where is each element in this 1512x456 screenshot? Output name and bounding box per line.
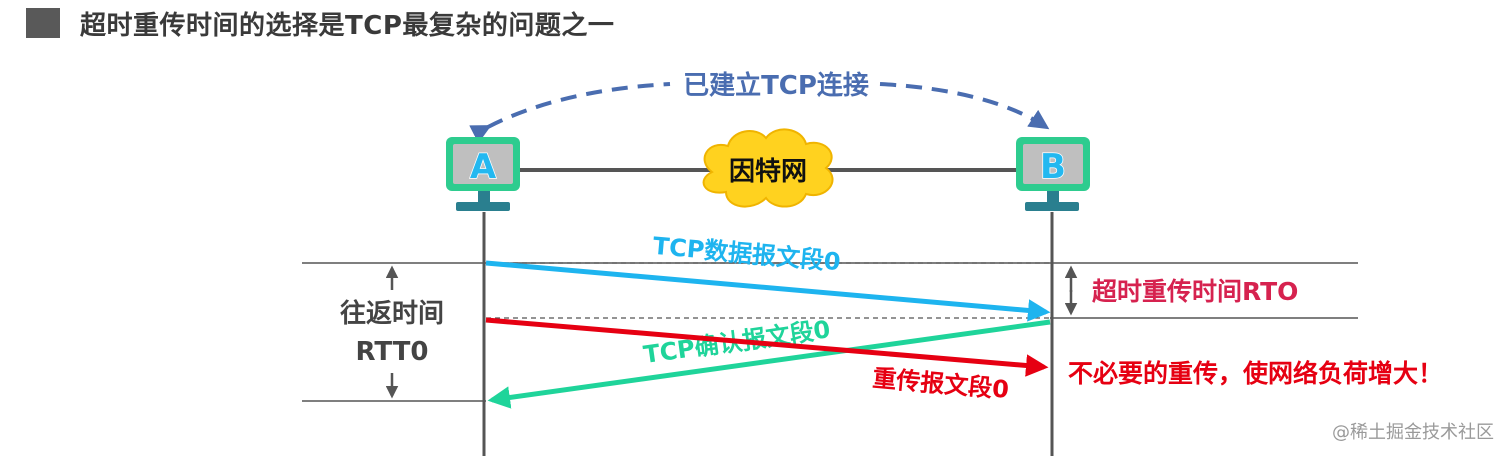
host-b-computer: B — [1016, 137, 1090, 211]
retransmit-label: 重传报文段0 — [871, 364, 1010, 404]
data-segment-arrow — [485, 260, 1051, 322]
rtt-label-line1: 往返时间 — [340, 298, 444, 329]
rtt-label-line2: RTT0 — [355, 337, 428, 367]
host-a-computer: A — [446, 137, 520, 211]
slide-header: 超时重传时间的选择是TCP最复杂的问题之一 — [26, 6, 615, 41]
connection-label: 已建立TCP连接 — [683, 70, 869, 101]
ack-segment-arrow — [487, 319, 1051, 409]
warning-label: 不必要的重传，使网络负荷增大！ — [1068, 359, 1443, 388]
host-b-label: B — [1040, 147, 1066, 187]
title-bullet-square — [26, 8, 60, 38]
retransmit-arrow — [485, 317, 1049, 377]
watermark: @稀土掘金技术社区 — [1332, 422, 1494, 443]
slide-title: 超时重传时间的选择是TCP最复杂的问题之一 — [80, 10, 615, 41]
connection-arc-right — [879, 82, 1050, 130]
rto-label: 超时重传时间RTO — [1092, 277, 1298, 306]
data-segment-label: TCP数据报文段0 — [652, 232, 842, 276]
host-a-label: A — [470, 147, 497, 187]
connection-arc-left — [469, 82, 671, 144]
internet-cloud: 因特网 — [702, 128, 834, 208]
internet-label: 因特网 — [729, 156, 807, 187]
